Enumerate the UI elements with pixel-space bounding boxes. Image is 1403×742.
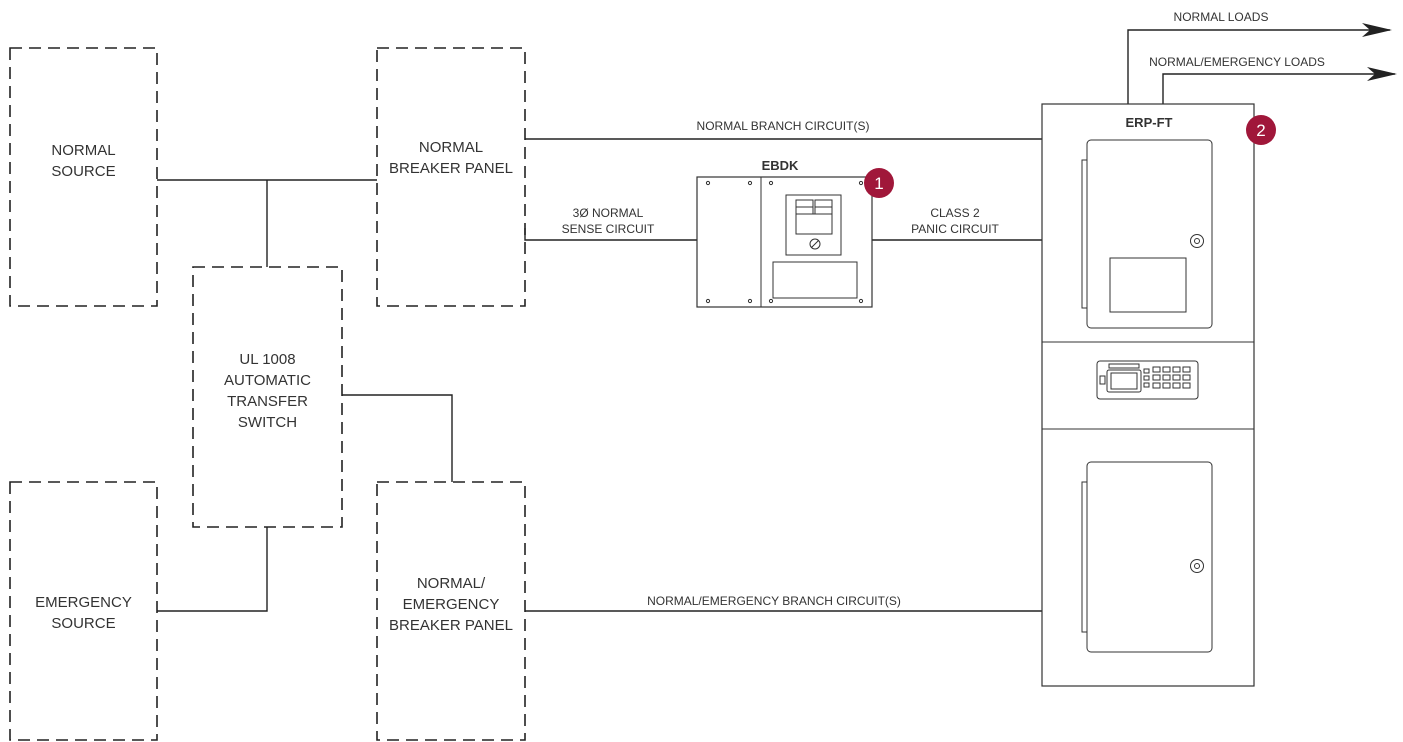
normal-source-box: NORMAL SOURCE	[9, 47, 158, 307]
erp-title: ERP-FT	[1126, 115, 1173, 130]
wire-emergency-loads	[1162, 67, 1397, 104]
ebdk-breaker-icon	[785, 194, 842, 256]
badge-2-number: 2	[1256, 121, 1265, 140]
wire-normal-loads	[1127, 23, 1392, 104]
sense-circuit-label-1: 3Ø NORMAL	[573, 206, 644, 220]
ebdk-key-icon	[809, 238, 821, 250]
sense-circuit-label-2: SENSE CIRCUIT	[562, 222, 655, 236]
wire-emergency-source-to-ats	[157, 527, 268, 612]
ats-label-3: TRANSFER	[227, 393, 308, 410]
erp-controller	[1096, 360, 1199, 400]
normal-source-label-1: NORMAL	[51, 142, 115, 159]
normal-breaker-panel-box: NORMAL BREAKER PANEL	[376, 47, 526, 307]
wire-ats-to-emergency-panel	[342, 394, 453, 482]
erp-upper-window	[1109, 257, 1187, 313]
panic-circuit-label-2: PANIC CIRCUIT	[911, 222, 999, 236]
emergency-source-box: EMERGENCY SOURCE	[9, 481, 158, 741]
controller-display	[1106, 369, 1142, 393]
ebdk-label-plate	[772, 261, 858, 299]
controller-keypad	[1152, 366, 1191, 389]
emergency-panel-label-1: NORMAL/	[417, 575, 486, 592]
badge-1-circle	[864, 168, 894, 198]
normal-panel-label-1: NORMAL	[419, 139, 483, 156]
emergency-source-label-1: EMERGENCY	[35, 594, 132, 611]
callout-badge-2: 2	[1246, 115, 1276, 145]
emergency-panel-label-2: EMERGENCY	[403, 596, 500, 613]
emergency-branch-label: NORMAL/EMERGENCY BRANCH CIRCUIT(S)	[647, 594, 901, 608]
ebdk-title: EBDK	[762, 158, 799, 173]
erp-ft-cabinet: ERP-FT	[1041, 103, 1255, 687]
callout-badge-1: 1	[864, 168, 894, 198]
transfer-switch-box: UL 1008 AUTOMATIC TRANSFER SWITCH	[192, 266, 343, 528]
upper-lock-icon	[1190, 234, 1204, 248]
ebdk-device: EBDK	[696, 158, 873, 308]
panic-circuit-label-1: CLASS 2	[930, 206, 980, 220]
ats-label-2: AUTOMATIC	[224, 372, 311, 389]
emergency-loads-label: NORMAL/EMERGENCY LOADS	[1149, 55, 1325, 69]
badge-2-circle	[1246, 115, 1276, 145]
lower-lock-icon	[1190, 559, 1204, 573]
ats-label-4: SWITCH	[238, 414, 297, 431]
badge-1-number: 1	[874, 174, 883, 193]
normal-branch-label: NORMAL BRANCH CIRCUIT(S)	[697, 119, 870, 133]
ats-label-1: UL 1008	[239, 351, 295, 368]
normal-source-label-2: SOURCE	[51, 163, 115, 180]
emergency-breaker-panel-box: NORMAL/ EMERGENCY BREAKER PANEL	[376, 481, 526, 741]
emergency-panel-label-3: BREAKER PANEL	[389, 617, 513, 634]
normal-panel-label-2: BREAKER PANEL	[389, 160, 513, 177]
ebdk-enclosure	[696, 176, 873, 308]
emergency-source-label-2: SOURCE	[51, 615, 115, 632]
normal-loads-label: NORMAL LOADS	[1174, 10, 1269, 24]
erp-enclosure	[1041, 103, 1255, 687]
